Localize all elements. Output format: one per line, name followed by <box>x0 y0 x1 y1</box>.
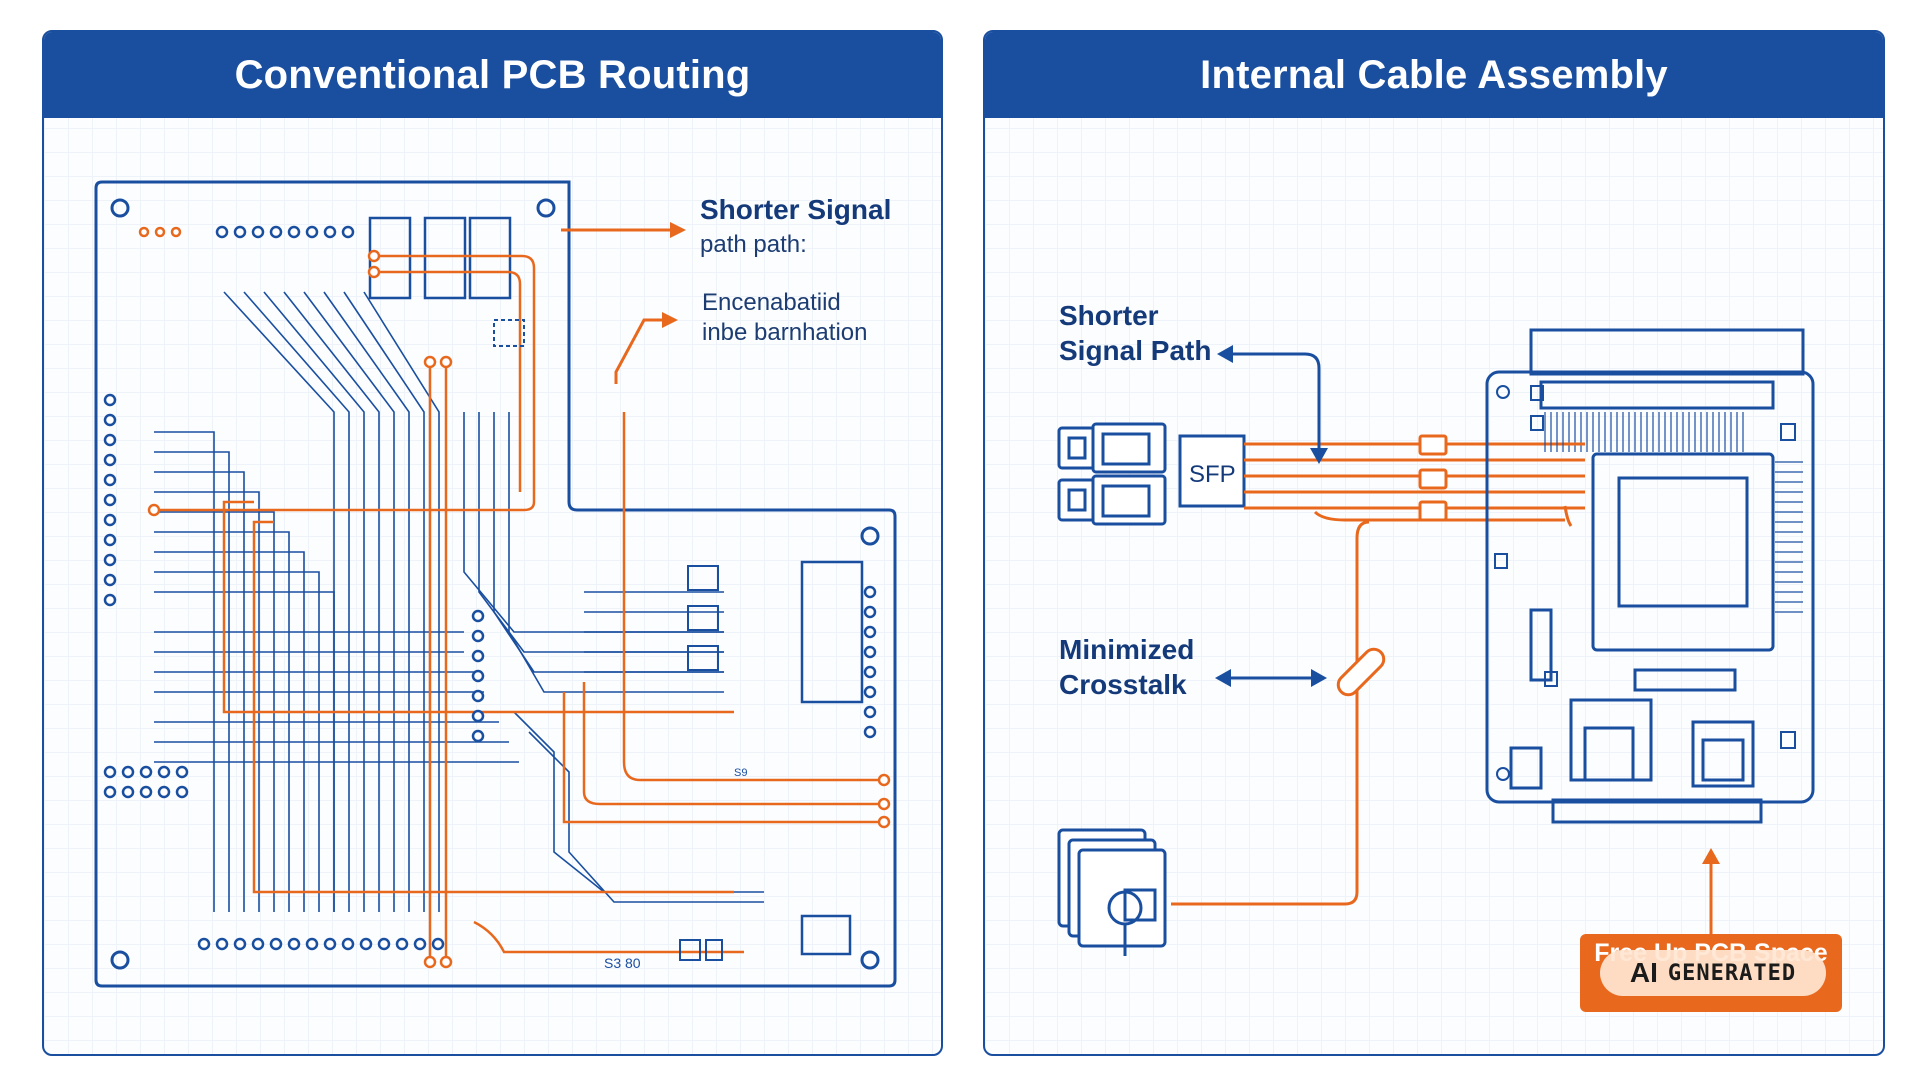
watermark-ai: AI <box>1629 957 1658 988</box>
sfp-label: SFP <box>1189 461 1236 488</box>
minimized-crosstalk-line1: Minimized <box>1059 634 1195 665</box>
cable-terminations <box>1565 442 1585 510</box>
main-pcb <box>1485 328 1815 824</box>
pcb-board-outline <box>94 180 897 988</box>
mount-hole <box>860 950 880 970</box>
mount-hole <box>860 526 880 546</box>
conventional-pcb-panel: Conventional PCB Routing <box>42 30 943 1056</box>
signal-path-arrow <box>1229 352 1321 452</box>
watermark-generated: GENERATED <box>1667 960 1797 986</box>
cable-bundle <box>1244 442 1573 527</box>
smd-component <box>687 645 719 671</box>
shorter-signal-path-line2: Signal Path <box>1059 335 1212 366</box>
sfp-cage <box>1057 422 1167 526</box>
ic-chip-large <box>800 560 864 704</box>
callout-inbe-barnhation: inbe barnhation <box>702 319 868 346</box>
ic-chip <box>468 216 512 300</box>
smd-component <box>687 605 719 631</box>
conventional-pcb-title: Conventional PCB Routing <box>44 32 941 118</box>
cable-lower <box>1171 520 1370 906</box>
board-label: S3 80 <box>604 955 641 971</box>
callout-arrow-1 <box>561 222 686 238</box>
smd-component <box>679 939 701 961</box>
cable-ferrules <box>1418 434 1448 522</box>
callout-arrow-2 <box>614 312 678 384</box>
lower-connector <box>1057 828 1167 956</box>
mount-hole <box>110 198 130 218</box>
ic-chip <box>423 216 467 300</box>
internal-cable-panel: Internal Cable Assembly SFP <box>983 30 1885 1056</box>
mount-hole <box>110 950 130 970</box>
crosstalk-shield <box>1336 647 1386 697</box>
minimized-crosstalk-line2: Crosstalk <box>1059 669 1187 700</box>
orange-traces <box>154 254 884 962</box>
pcb-routing-diagram: S9 S3 80 <box>94 180 897 988</box>
ic-chip-small <box>800 914 852 956</box>
orange-vias <box>138 226 891 969</box>
minimized-crosstalk-label: Minimized Crosstalk <box>1059 632 1194 702</box>
pin-vias <box>103 225 877 951</box>
smd-component <box>705 939 723 961</box>
sfp-connector <box>1178 434 1246 508</box>
signal-arrow-head-left <box>1217 345 1233 363</box>
smd-component <box>687 565 719 591</box>
ai-generated-watermark: AI GENERATED <box>1600 950 1826 996</box>
blue-traces <box>154 291 764 912</box>
smd-component <box>493 319 525 347</box>
callout-path-path: path path: <box>700 231 807 258</box>
pcb-pin-comb <box>1544 412 1803 613</box>
shorter-signal-path-line1: Shorter <box>1059 300 1159 331</box>
free-up-pcb-space-badge: Free Up PCB Space AI GENERATED <box>1580 934 1842 1012</box>
signal-arrow-head-down <box>1310 448 1328 464</box>
internal-cable-title: Internal Cable Assembly <box>985 32 1883 118</box>
mount-hole <box>536 198 556 218</box>
cable-assembly-diagram: SFP <box>1057 328 1815 956</box>
callout-shorter-signal: Shorter Signal <box>700 192 891 227</box>
shorter-signal-path-label: Shorter Signal Path <box>1059 298 1211 368</box>
pcb-small-parts <box>1494 385 1796 781</box>
callout-encenabatiid: Encenabatiid <box>702 289 841 316</box>
callout-shorter-signal-line1: Shorter Signal <box>700 194 892 225</box>
board-label: S9 <box>734 767 747 779</box>
